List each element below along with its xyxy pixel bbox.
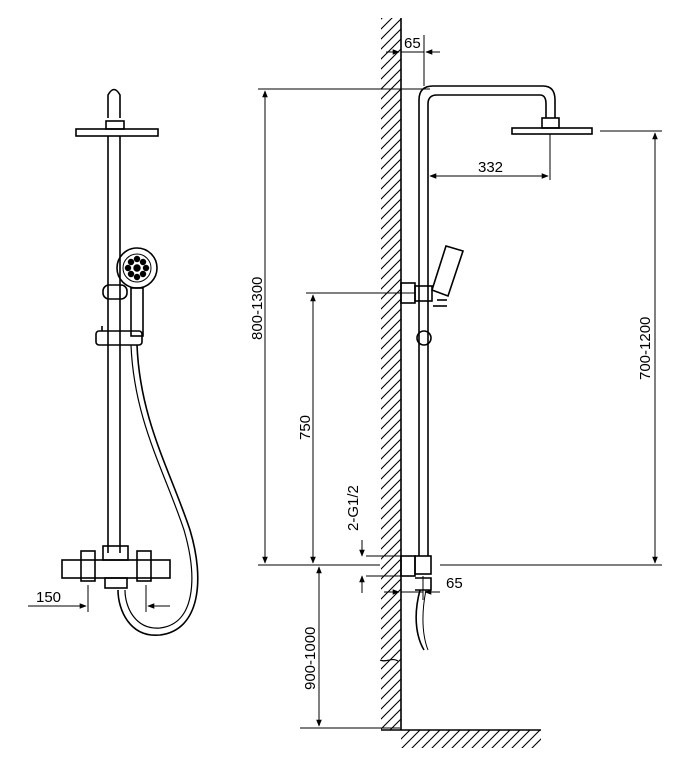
dim-overall-800-1300 <box>258 88 430 566</box>
rain-head-connector <box>541 117 560 129</box>
mixer-eccentric-right <box>136 550 152 582</box>
rain-head-side <box>511 127 593 135</box>
floor-hatch <box>401 730 541 748</box>
hand-shower-nozzles <box>124 255 150 281</box>
dim-top-65 <box>386 35 440 86</box>
wall-break-mark <box>379 658 399 662</box>
arm-top-knob <box>107 88 121 118</box>
rain-head-front <box>75 128 159 137</box>
mixer-wall-inlet <box>400 555 416 577</box>
front-view <box>61 88 199 636</box>
dim-label-332: 332 <box>478 159 503 176</box>
dim-label-700-1200: 700-1200 <box>637 317 654 380</box>
dim-label-inlet-thread: 2-G1/2 <box>345 485 362 531</box>
mixer-bottom-outlet <box>104 577 128 589</box>
mixer-body-side <box>414 555 432 575</box>
hose-inner <box>124 344 193 629</box>
dim-label-750: 750 <box>297 415 314 440</box>
mixer-top-outlet <box>102 545 129 561</box>
dim-label-bottom-65: 65 <box>446 575 463 592</box>
dim-arm-332 <box>429 134 551 180</box>
dim-head-700-1200 <box>440 130 662 566</box>
hand-shower-handle <box>130 287 144 337</box>
hose-outer <box>117 344 199 636</box>
dim-label-800-1300: 800-1300 <box>249 277 266 340</box>
dim-width-150 <box>28 585 170 612</box>
arm-inner <box>427 94 547 556</box>
dim-label-900-1000: 900-1000 <box>302 627 319 690</box>
hose-side <box>415 589 425 651</box>
dim-bracket-750 <box>306 292 415 564</box>
arm-outer <box>418 85 556 556</box>
holder-ring <box>102 284 128 300</box>
head-connector-front <box>105 120 125 130</box>
dim-bottom-65 <box>384 576 440 600</box>
dim-label-150: 150 <box>36 589 61 606</box>
slide-bracket <box>95 330 143 346</box>
dim-inlet-thread <box>359 540 404 593</box>
slider-ball <box>416 330 432 346</box>
wall-bracket-clamp <box>414 285 433 302</box>
mixer-eccentric-left <box>80 550 96 582</box>
hand-shower-side <box>431 245 465 298</box>
mixer-body <box>61 559 171 579</box>
dim-floor-900-1000 <box>300 566 400 729</box>
dim-label-top-65: 65 <box>404 35 421 52</box>
wall-hatch <box>381 18 401 730</box>
